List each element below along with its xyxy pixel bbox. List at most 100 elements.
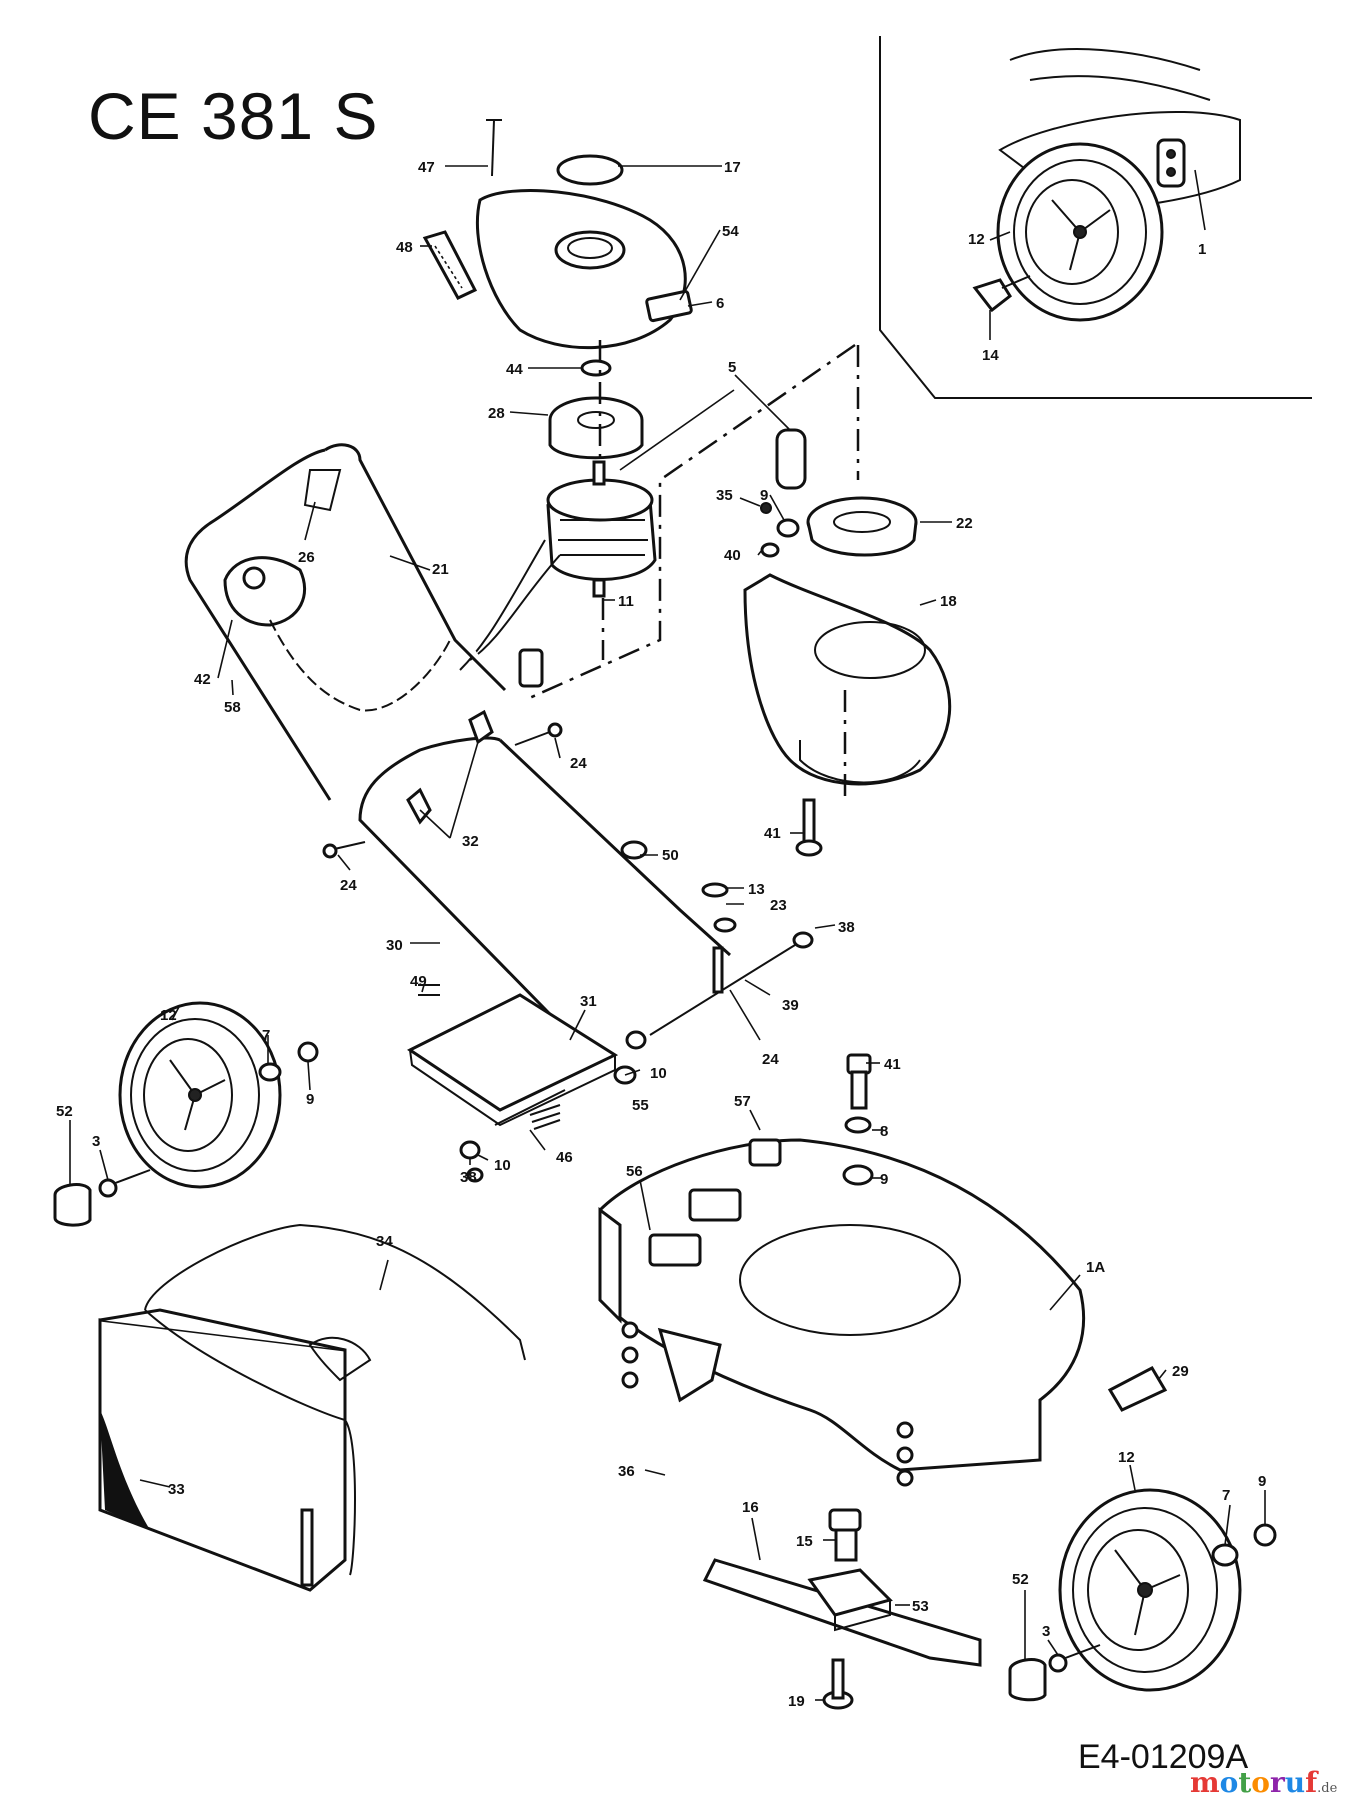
callout-23: 23 xyxy=(770,897,787,914)
wheel-right-hardware xyxy=(1008,1523,1277,1702)
wheel-right-front xyxy=(1058,1488,1242,1692)
lower-handle-30 xyxy=(358,736,732,1052)
decal-36 xyxy=(657,1327,722,1403)
callout-36: 36 xyxy=(618,1463,635,1480)
callout-49: 49 xyxy=(410,973,427,990)
callout-12-inset: 12 xyxy=(968,231,985,248)
callout-6: 6 xyxy=(716,295,724,312)
callout-44: 44 xyxy=(506,361,523,378)
callout-7-right: 7 xyxy=(1222,1487,1230,1504)
watermark-logo: motoruf.de xyxy=(1190,1766,1337,1799)
callout-39: 39 xyxy=(782,997,799,1014)
callout-9-right: 9 xyxy=(1258,1473,1266,1490)
callout-33: 33 xyxy=(168,1481,185,1498)
callout-29: 29 xyxy=(1172,1363,1189,1380)
callout-38-low: 38 xyxy=(460,1169,477,1186)
grass-bag-33 xyxy=(98,1308,347,1592)
callout-56: 56 xyxy=(626,1163,643,1180)
callout-46: 46 xyxy=(556,1149,573,1166)
inset-wheel-knob xyxy=(972,275,1031,313)
inset-frame xyxy=(879,36,1312,399)
callout-50: 50 xyxy=(662,847,679,864)
callout-8: 8 xyxy=(880,1123,888,1140)
callout-12-left: 12 xyxy=(160,1007,177,1024)
callout-48: 48 xyxy=(396,239,413,256)
motor-5 xyxy=(546,460,657,598)
decal-29 xyxy=(1107,1366,1168,1412)
callout-41-deck: 41 xyxy=(884,1056,901,1073)
callout-1a: 1A xyxy=(1086,1259,1105,1276)
motor-cable xyxy=(459,539,561,688)
assembly-lines xyxy=(524,340,860,800)
small-hardware xyxy=(418,840,737,1130)
callout-3-left: 3 xyxy=(92,1133,100,1150)
callout-28: 28 xyxy=(488,405,505,422)
callout-40: 40 xyxy=(724,547,741,564)
motor-cover xyxy=(475,188,693,350)
handle-cable xyxy=(269,619,451,712)
cover-decal-48 xyxy=(422,230,478,300)
callout-9-left: 9 xyxy=(306,1091,314,1108)
nut-44 xyxy=(580,359,612,377)
callout-54: 54 xyxy=(722,223,739,240)
callout-10-mid: 10 xyxy=(650,1065,667,1082)
callout-13: 13 xyxy=(748,881,765,898)
blade-holder-53 xyxy=(807,1568,893,1632)
callout-15: 15 xyxy=(796,1533,813,1550)
callout-labels: 47 17 48 54 6 44 28 5 12 1 14 35 9 22 40… xyxy=(56,159,1266,1710)
bolt-41-top xyxy=(795,798,823,857)
wing-nuts-32 xyxy=(406,709,494,825)
callout-22: 22 xyxy=(956,515,973,532)
callout-47: 47 xyxy=(418,159,435,176)
wheel-left-rear xyxy=(118,1001,282,1189)
callout-26: 26 xyxy=(298,549,315,566)
inset-wheel xyxy=(996,142,1164,322)
axle-39 xyxy=(649,931,814,1036)
callout-21: 21 xyxy=(432,561,449,578)
inset-mower-body xyxy=(998,48,1241,212)
collar-22 xyxy=(806,496,918,557)
cover-screw xyxy=(486,119,502,177)
callout-30: 30 xyxy=(386,937,403,954)
callout-38-upper: 38 xyxy=(838,919,855,936)
diagram-title: CE 381 S xyxy=(88,79,379,153)
small-parts-35-40 xyxy=(760,502,800,558)
callout-32: 32 xyxy=(462,833,479,850)
leader-lines xyxy=(69,165,1266,1701)
wheel-left-hardware xyxy=(53,1041,319,1227)
callout-9-deck: 9 xyxy=(880,1171,888,1188)
switch-box-42 xyxy=(223,556,306,627)
capacitor xyxy=(775,428,807,490)
callout-10-low: 10 xyxy=(494,1157,511,1174)
callout-52-right: 52 xyxy=(1012,1571,1029,1588)
callout-18: 18 xyxy=(940,593,957,610)
callout-12-right: 12 xyxy=(1118,1449,1135,1466)
callout-24-mid: 24 xyxy=(762,1051,779,1068)
callout-31: 31 xyxy=(580,993,597,1010)
callout-57: 57 xyxy=(734,1093,751,1110)
callout-9-upper: 9 xyxy=(760,487,768,504)
watermark-suffix: .de xyxy=(1317,1781,1338,1796)
deck-bolt-41 xyxy=(842,1053,874,1186)
callout-52-left: 52 xyxy=(56,1103,73,1120)
cover-cap xyxy=(556,154,624,186)
fan-28 xyxy=(548,396,644,460)
callout-24-upper: 24 xyxy=(570,755,587,772)
callout-11: 11 xyxy=(618,593,634,610)
callout-5: 5 xyxy=(728,359,736,376)
callout-55: 55 xyxy=(632,1097,649,1114)
callout-7-left: 7 xyxy=(262,1027,270,1044)
callout-35: 35 xyxy=(716,487,733,504)
mower-deck-1a xyxy=(598,1138,1086,1487)
watermark-text: motoruf xyxy=(1190,1766,1318,1799)
motor-housing-18 xyxy=(743,573,952,786)
callout-34: 34 xyxy=(376,1233,393,1250)
callout-3-right: 3 xyxy=(1042,1623,1050,1640)
callout-24-left: 24 xyxy=(340,877,357,894)
callout-41-upper: 41 xyxy=(764,825,781,842)
callout-16: 16 xyxy=(742,1499,759,1516)
callout-42: 42 xyxy=(194,671,211,688)
callout-1: 1 xyxy=(1198,241,1206,258)
blade-adapter-15 xyxy=(828,1508,862,1562)
